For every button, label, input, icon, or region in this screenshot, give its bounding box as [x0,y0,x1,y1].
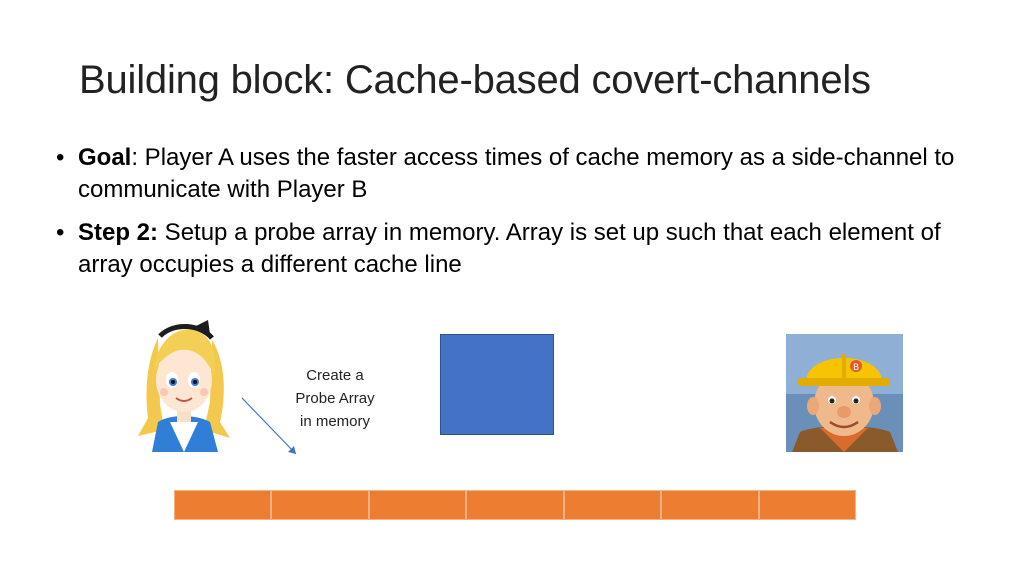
probe-array-cell [466,490,564,520]
caption-line: Create a [306,367,364,384]
bob-builder-character-icon: B [786,334,903,452]
bullet-step-2: • Step 2: Setup a probe array in memory.… [56,217,956,281]
probe-array-cell [271,490,369,520]
probe-array-cell [758,490,856,520]
bullet-dot: • [56,144,65,171]
bullet-dot: • [56,219,65,246]
bullet-list: • Goal: Player A uses the faster access … [56,142,956,292]
arrow-icon [241,397,297,455]
probe-array-cell [661,490,759,520]
probe-array-cell [563,490,662,520]
probe-array [174,490,856,520]
bullet-text: : Player A uses the faster access times … [78,144,955,203]
probe-array-cell [174,490,272,520]
bullet-text: Setup a probe array in memory. Array is … [78,219,941,278]
bullet-goal: • Goal: Player A uses the faster access … [56,142,956,206]
bullet-label: Step 2: [78,219,159,246]
diagram-caption: Create a Probe Array in memory [283,364,387,433]
caption-line: in memory [299,413,370,430]
bullet-label: Goal [78,144,132,171]
probe-array-cell [368,490,467,520]
svg-text:B: B [853,363,859,373]
slide-title: Building block: Cache-based covert-chann… [79,58,871,102]
blue-box [440,334,554,435]
caption-line: Probe Array [295,390,375,407]
alice-character-icon [138,320,230,452]
